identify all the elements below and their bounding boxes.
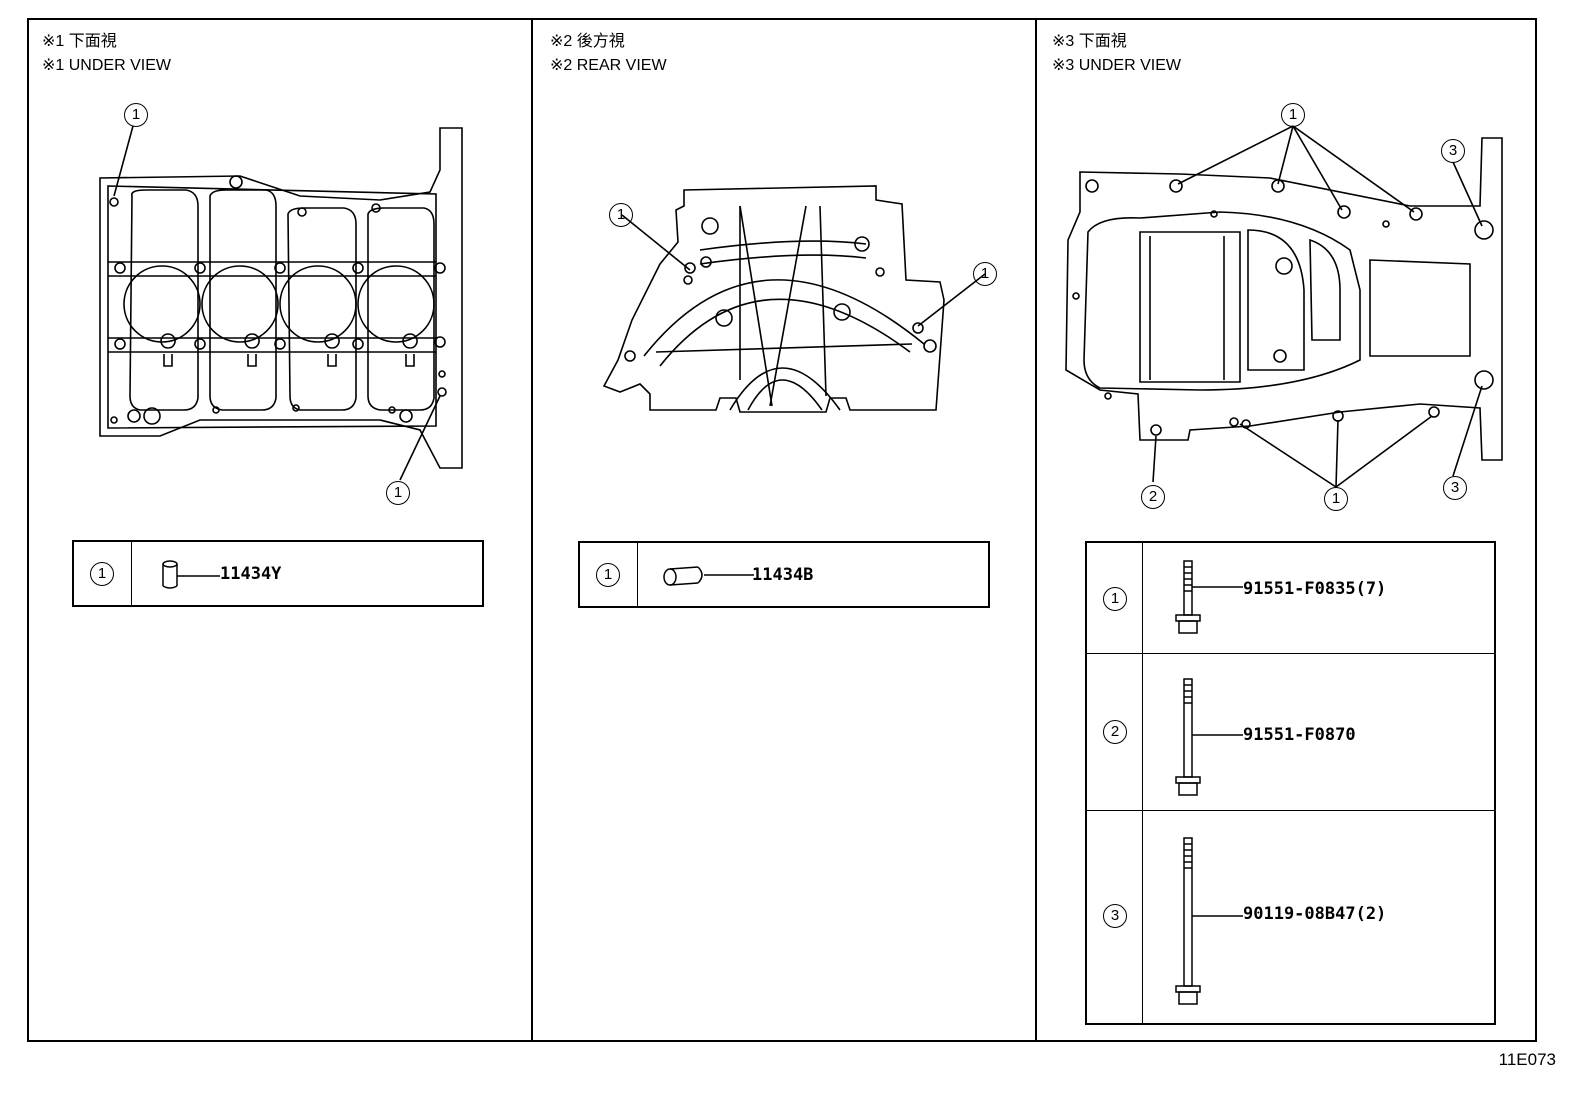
- figure-code: 11E073: [1498, 1050, 1556, 1069]
- legend-row: 1 11434B: [580, 543, 988, 606]
- parts-legend-table: 1 11434B: [578, 541, 990, 608]
- callout-1: 1: [386, 481, 410, 505]
- dowel-pin-icon: [162, 560, 220, 589]
- callout-1: 1: [124, 103, 148, 127]
- parts-legend-table: 1 91551-F0835(7) 2: [1085, 541, 1496, 1025]
- callout-2: 2: [1141, 485, 1165, 509]
- panel-1-caption-en: ※1 UNDER VIEW: [42, 57, 171, 74]
- panel-divider: [1035, 18, 1037, 1042]
- panel-2-caption-jp: ※2 後方視: [550, 33, 625, 50]
- legend-key: 2: [1103, 720, 1127, 744]
- dowel-pin-icon: [663, 566, 754, 586]
- panel-divider: [531, 18, 533, 1042]
- part-number: 11434B: [752, 565, 814, 585]
- callout-3: 3: [1443, 476, 1467, 500]
- callout-1: 1: [1281, 103, 1305, 127]
- flange-bolt-icon: [1175, 678, 1243, 796]
- legend-row-divider: [1087, 653, 1494, 654]
- part-number: 11434Y: [220, 564, 282, 584]
- legend-column-divider: [1142, 543, 1143, 1023]
- legend-row: 2 91551-F0870: [1087, 653, 1494, 810]
- legend-row-divider: [1087, 810, 1494, 811]
- legend-row: 1 91551-F0835(7): [1087, 543, 1494, 653]
- legend-key: 1: [1103, 587, 1127, 611]
- panel-3-caption-jp: ※3 下面視: [1052, 33, 1127, 50]
- callout-1: 1: [1324, 487, 1348, 511]
- flange-bolt-icon: [1175, 837, 1243, 1005]
- part-number: 91551-F0870: [1243, 725, 1356, 745]
- panel-3-caption-en: ※3 UNDER VIEW: [1052, 57, 1181, 74]
- callout-1: 1: [609, 203, 633, 227]
- part-number: 90119-08B47(2): [1243, 904, 1387, 924]
- flange-bolt-icon: [1175, 560, 1243, 634]
- legend-key-cell: 1: [580, 543, 638, 606]
- legend-row: 3 90119-08B47(2): [1087, 810, 1494, 1023]
- part-number: 91551-F0835(7): [1243, 579, 1387, 599]
- callout-3: 3: [1441, 139, 1465, 163]
- legend-key: 1: [90, 562, 114, 586]
- callout-1: 1: [973, 262, 997, 286]
- legend-key-cell: 1: [74, 542, 132, 605]
- diagram-frame: [27, 18, 1537, 1042]
- panel-2-caption-en: ※2 REAR VIEW: [550, 57, 667, 74]
- legend-key: 1: [596, 563, 620, 587]
- panel-1-caption-jp: ※1 下面視: [42, 33, 117, 50]
- legend-key: 3: [1103, 904, 1127, 928]
- parts-legend-table: 1 11434Y: [72, 540, 484, 607]
- legend-row: 1 11434Y: [74, 542, 482, 605]
